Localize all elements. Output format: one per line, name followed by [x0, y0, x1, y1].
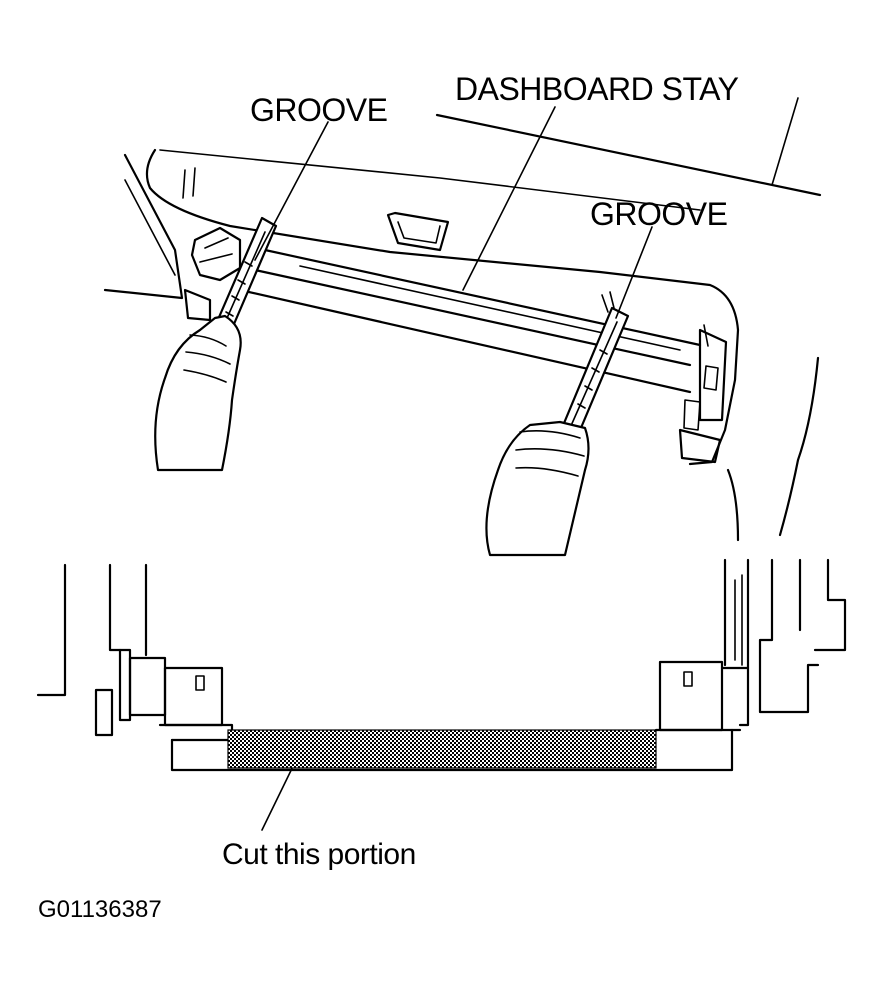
right-hand-fingers: [515, 430, 585, 477]
left-hand-fingers: [183, 334, 231, 383]
groove-label-right: GROOVE: [590, 196, 728, 232]
lower-right-clip: [720, 666, 750, 727]
right-bracket-pin: [703, 324, 709, 347]
left-frame-inner: [108, 563, 122, 652]
dashboard-fold-2: [192, 167, 196, 197]
dashboard-stay-leader: [462, 106, 556, 291]
dashboard-top-edge: [159, 149, 701, 211]
right-bracket: [698, 328, 728, 422]
dashboard-stay-top: [263, 248, 702, 347]
right-bracket-foot: [678, 428, 722, 464]
upper-view: [103, 97, 822, 557]
groove-label-left: GROOVE: [250, 92, 388, 128]
left-bracket-foot: [183, 288, 212, 322]
groove-right-leader: [615, 226, 653, 319]
dashboard-stay-highlight: [299, 265, 681, 351]
left-block: [128, 656, 167, 717]
recess-outer: [386, 211, 450, 252]
lower-right-slot: [683, 671, 693, 687]
lower-view: [36, 558, 847, 772]
console-edge-line: [435, 113, 822, 197]
left-clip: [118, 648, 132, 722]
lower-left-step: [158, 723, 234, 742]
right-bracket-slots: [683, 365, 719, 431]
right-frame-3: [758, 558, 820, 714]
dashboard-outline: [145, 148, 740, 466]
right-hand: [485, 420, 590, 557]
left-frame-outer: [36, 563, 67, 697]
lower-bar-outline: [170, 728, 734, 772]
figure-code: G01136387: [38, 896, 162, 923]
dashboard-stay-label: DASHBOARD STAY: [455, 71, 739, 107]
left-bracket-detail: [199, 237, 233, 263]
dashboard-stay-mid: [253, 268, 692, 367]
right-frame-detail: [734, 574, 743, 666]
left-hand: [154, 314, 242, 472]
cut-portion-label: Cut this portion: [222, 838, 416, 871]
recess-inner: [397, 221, 441, 244]
left-stud: [94, 688, 114, 737]
console-edge-tick: [771, 97, 799, 186]
cut-portion-hatched: [227, 729, 657, 769]
right-frame-5: [813, 558, 847, 652]
right-panel-outline: [778, 356, 820, 537]
lower-left-bracket: [163, 666, 224, 727]
left-bracket: [190, 226, 242, 282]
right-panel-inner: [726, 468, 740, 542]
groove-left-leader: [254, 121, 329, 261]
left-panel-inner: [124, 179, 176, 276]
dashboard-stay-bottom: [238, 288, 692, 394]
lower-left-slot: [195, 675, 205, 691]
left-panel-outline: [103, 153, 184, 300]
dashboard-fold-1: [182, 169, 186, 199]
